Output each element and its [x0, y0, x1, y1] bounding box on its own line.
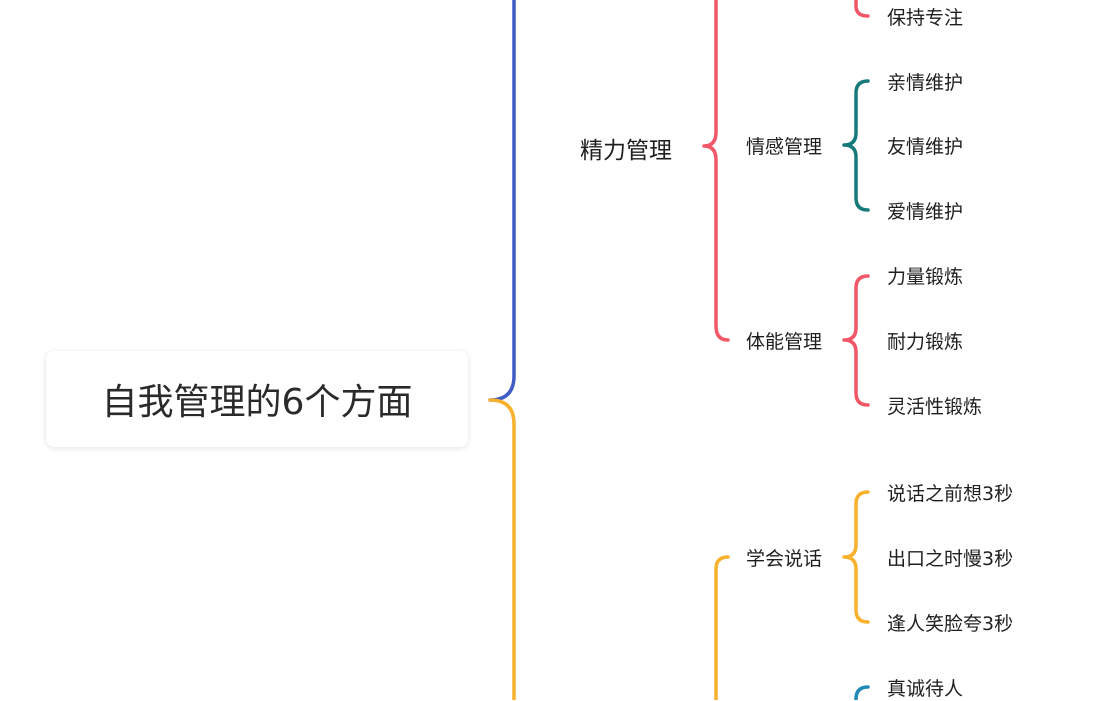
- leaf-sincerity[interactable]: 真诚待人: [887, 678, 964, 700]
- leaf-smile-praise[interactable]: 逢人笑脸夸3秒: [887, 613, 1014, 635]
- root-title: 自我管理的6个方面: [101, 382, 413, 423]
- node-emotion[interactable]: 情感管理: [746, 136, 823, 158]
- leaf-flexibility[interactable]: 灵活性锻炼: [887, 396, 983, 418]
- leaf-friendship[interactable]: 友情维护: [887, 136, 964, 158]
- focus-brace: [854, 0, 870, 18]
- emotion-brace: [842, 79, 870, 212]
- node-energy[interactable]: 精力管理: [580, 138, 672, 164]
- sincerity-brace: [854, 685, 870, 700]
- leaf-strength[interactable]: 力量锻炼: [887, 266, 964, 288]
- leaf-speak-slow[interactable]: 出口之时慢3秒: [887, 548, 1014, 570]
- leaf-focus[interactable]: 保持专注: [887, 7, 964, 29]
- root-upper-connector: [488, 0, 516, 402]
- root-node[interactable]: 自我管理的6个方面: [46, 351, 468, 447]
- energy-brace: [702, 0, 730, 342]
- root-lower-connector: [488, 398, 516, 700]
- speech-group-brace: [714, 555, 730, 700]
- node-speech[interactable]: 学会说话: [746, 548, 823, 570]
- leaf-think-before[interactable]: 说话之前想3秒: [887, 483, 1014, 505]
- leaf-family[interactable]: 亲情维护: [887, 72, 964, 94]
- leaf-endurance[interactable]: 耐力锻炼: [887, 331, 964, 353]
- leaf-love[interactable]: 爱情维护: [887, 201, 964, 223]
- node-physical[interactable]: 体能管理: [746, 331, 823, 353]
- speech-brace: [842, 490, 870, 624]
- physical-brace: [842, 274, 870, 407]
